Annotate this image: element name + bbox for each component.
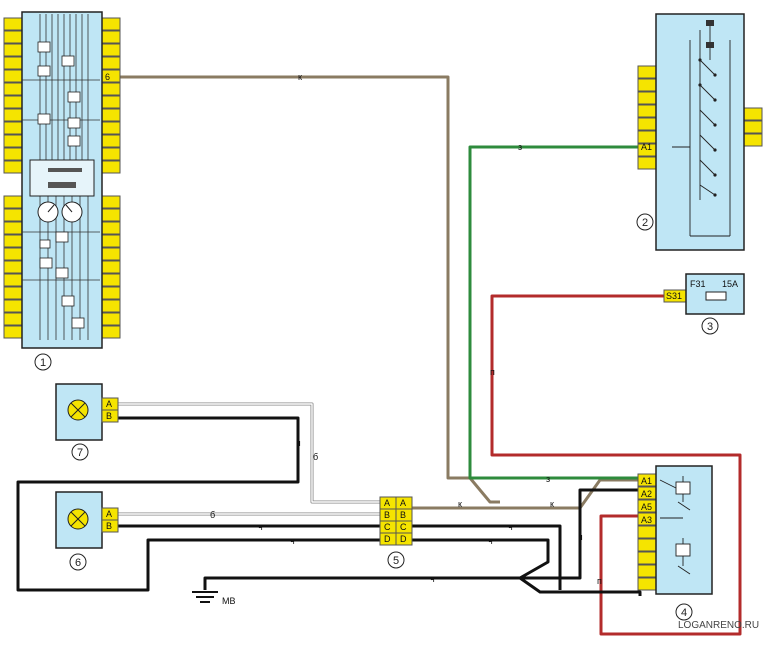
fuse-block: S31 F31 15A 3 [663,273,745,335]
connector-pin-labels-right: A B C D [400,498,407,544]
component-7-number: 7 [77,447,83,459]
wire-label-black-4: ч [508,522,513,532]
component-6-number: 6 [75,557,81,569]
green-wire [468,145,640,480]
connector-pin-labels-left: A B C D [384,498,391,544]
component-3-marker [701,317,719,335]
switch-block: A1 2 [636,13,763,251]
relay-pin-a2: A2 [641,489,652,499]
lamp-7-pin-a: A [106,399,112,409]
relay-internals [659,476,691,575]
lamp-7-pin-b: B [106,411,112,421]
brown-wire [120,75,500,504]
wire-label-green: з [518,142,522,152]
switch-contacts [672,22,731,237]
component-5-number: 5 [393,555,399,567]
wire-label-black-2: ч [258,522,263,532]
cluster-connector-bottom-right [99,195,121,339]
component-4-number: 4 [681,607,687,619]
ground-label: МВ [222,596,236,606]
relay-unit: A1 A2 A5 A3 4 [637,465,713,621]
black-wire-4 [520,488,640,580]
component-6-marker [69,553,87,571]
svg-text:D: D [400,534,407,544]
brown-wire-to-4 [412,478,640,510]
cluster-display-segments [48,168,82,188]
switch-connector-right [741,107,763,147]
instrument-cluster: 6 1 [3,11,121,371]
svg-text:B: B [384,510,390,520]
cluster-display [29,159,95,197]
lamp-7: A B 7 [55,383,119,461]
relay-pin-a3: A3 [641,515,652,525]
component-2-marker [636,213,654,231]
relay-pin-a5: A5 [641,502,652,512]
wire-label-brown-2: к [458,499,462,509]
black-wire-7 [16,416,382,592]
switch-connector-left [637,65,659,170]
switch-contact-dots [698,58,717,197]
component-5-marker [387,551,405,569]
wire-label-black: ч [296,438,301,448]
cluster-connector-top-right [99,17,121,174]
cluster-connector-bottom-left [3,195,25,339]
lamp-6: A B 6 [55,491,119,571]
wire-label-green-2: з [546,474,550,484]
svg-text:A: A [400,498,406,508]
cluster-indicator-icons [37,41,85,329]
fuse-name: F31 [690,279,706,289]
svg-text:B: B [400,510,406,520]
wire-label-black-6: ч [578,532,583,542]
fuse-element [705,291,727,301]
component-2-number: 2 [642,217,648,229]
lamp-6-pin-a: A [106,509,112,519]
svg-text:D: D [384,534,391,544]
connector-block: A B C D A B C D 5 [379,496,413,569]
svg-text:C: C [384,522,391,532]
relay-connector [637,473,659,591]
component-1-marker [34,353,52,371]
fuse-rating: 15A [722,279,738,289]
wire-label-brown-3: к [550,499,554,509]
component-4-marker [675,603,693,621]
wire-label-red: п [490,367,495,377]
switch-button-top [706,20,714,26]
switch-pin-a1-label: A1 [641,142,652,152]
black-wire-5-out-2 [203,538,550,590]
wire-label-white-2: б [210,510,215,520]
relay-pin-labels: A1 A2 A5 A3 [641,476,652,525]
wire-label-brown: к [298,72,302,82]
red-wire [490,294,742,636]
switch-button-second [706,42,714,48]
white-wire-7-inner [118,403,382,503]
fuse-pin-label: S31 [666,291,682,301]
cluster-pin-6-label: 6 [105,72,110,82]
black-wire-4b [519,576,642,596]
black-wire-5-out [412,524,562,590]
ground-symbol [192,591,218,603]
wire-labels: к к к з з п п б б ч ч ч ч ч ч ч [210,72,602,586]
component-7-marker [71,443,89,461]
wire-label-red-2: п [597,576,602,586]
wires [16,75,742,636]
wire-label-black-5: ч [488,536,493,546]
component-1-number: 1 [40,357,46,369]
svg-text:A: A [384,498,390,508]
svg-text:C: C [400,522,407,532]
cluster-connector-top-left [3,17,25,174]
wire-label-black-7: ч [430,574,435,584]
watermark: LOGANRENO.RU [678,620,759,631]
lamp-6-pin-b: B [106,521,112,531]
component-3-number: 3 [707,321,713,333]
wire-label-white: б [313,452,318,462]
wire-label-black-3: ч [290,536,295,546]
relay-pin-a1: A1 [641,476,652,486]
